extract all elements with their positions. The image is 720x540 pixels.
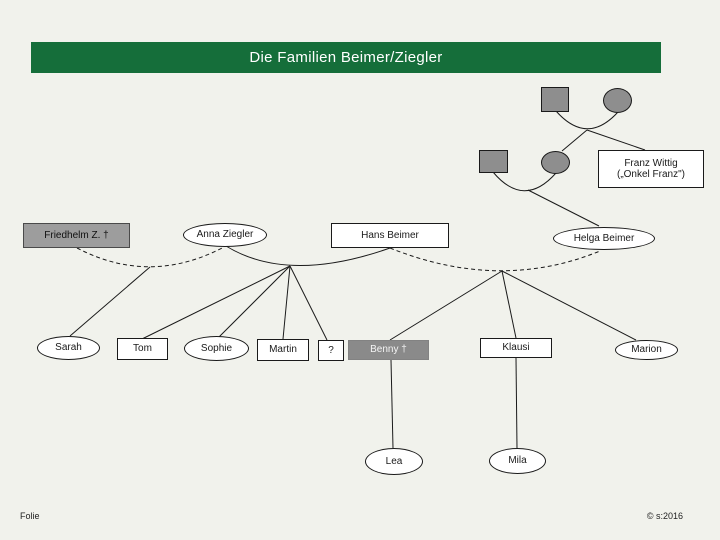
connector-to-benny: [389, 270, 503, 341]
node-helga-beimer: Helga Beimer: [553, 227, 655, 250]
node-franz-wittig: Franz Wittig („Onkel Franz"): [598, 150, 704, 188]
node-unknown-child: ?: [318, 340, 344, 361]
connector-to-sophie: [218, 265, 291, 338]
franz-wittig-nickname: („Onkel Franz"): [616, 169, 685, 180]
node-benny: Benny †: [348, 340, 429, 360]
node-tom: Tom: [117, 338, 168, 360]
franz-wittig-name: Franz Wittig: [624, 157, 678, 169]
connector-to-marion: [501, 270, 637, 341]
connector-to-unknown: [289, 265, 328, 341]
connector-grandparents-to-franz: [586, 129, 646, 151]
node-sarah: Sarah: [37, 336, 100, 360]
node-martin: Martin: [257, 339, 309, 361]
connector-anna-hans-arc: [225, 245, 391, 266]
slide-title-bar: Die Familien Beimer/Ziegler: [31, 42, 661, 73]
slide-copyright: © s:2016: [646, 511, 683, 521]
grandmother-female-symbol: [603, 88, 632, 113]
connector-friedhelm-anna-arc: [76, 246, 225, 268]
node-mila: Mila: [489, 448, 546, 474]
node-marion: Marion: [615, 340, 678, 360]
node-klausi: Klausi: [480, 338, 552, 358]
helga-father-male-symbol: [479, 150, 508, 173]
connector-parents-to-helga: [527, 189, 600, 227]
node-hans-beimer: Hans Beimer: [331, 223, 449, 248]
slide-title: Die Familien Beimer/Ziegler: [249, 49, 443, 66]
connector-to-tom: [141, 265, 291, 340]
node-lea: Lea: [365, 448, 423, 475]
connector-benny-to-lea: [390, 359, 394, 449]
connector-to-martin: [282, 265, 291, 340]
connector-klausi-to-mila: [515, 357, 518, 449]
node-sophie: Sophie: [184, 336, 249, 361]
node-friedhelm-ziegler: Friedhelm Z. †: [23, 223, 130, 248]
connector-helga-parents-arc: [492, 171, 557, 192]
helga-mother-female-symbol: [541, 151, 570, 174]
node-anna-ziegler: Anna Ziegler: [183, 223, 267, 247]
connector-grandparents-arc: [555, 110, 619, 130]
connector-to-klausi: [501, 270, 517, 339]
connector-to-sarah: [69, 266, 151, 337]
slide-footer-label: Folie: [20, 511, 40, 521]
grandfather-male-symbol: [541, 87, 569, 112]
connector-grandparents-to-mother: [561, 129, 588, 152]
connector-hans-helga-arc: [389, 247, 601, 272]
